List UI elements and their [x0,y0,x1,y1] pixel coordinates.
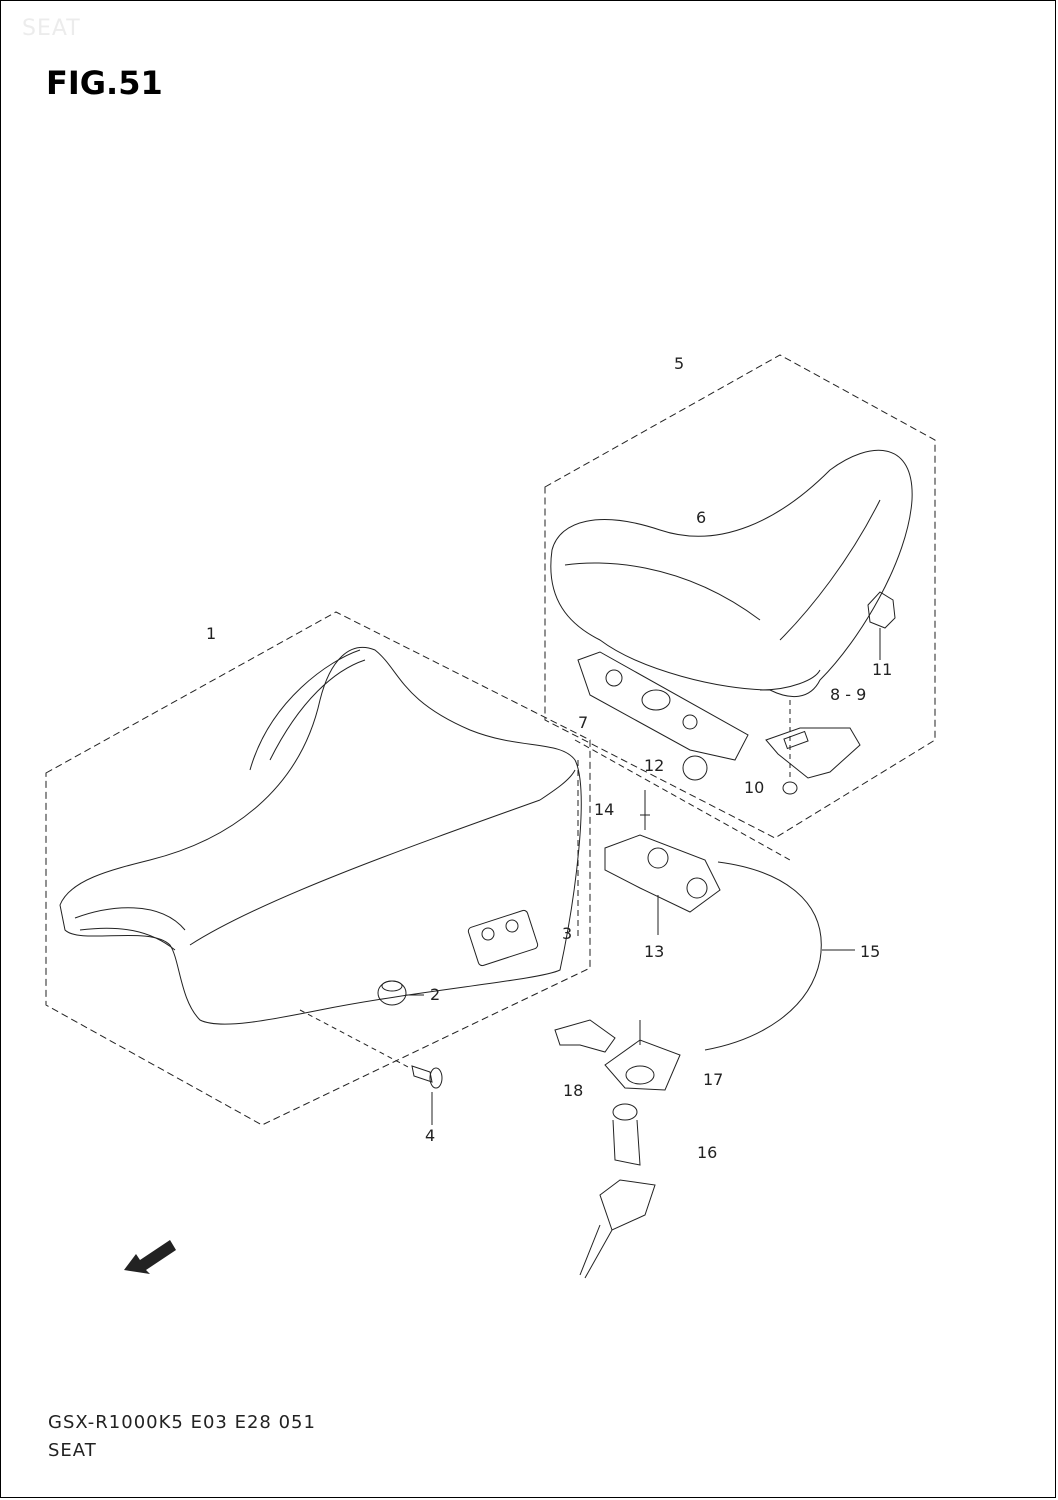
callout-11: 11 [872,660,893,679]
callout-4: 4 [425,1126,436,1145]
footer-section: SEAT [48,1440,97,1461]
front-seat-part-1 [59,647,582,1025]
figure-title: FIG.51 [46,64,163,102]
rear-seat-part-6 [550,449,913,698]
cushion-part-11 [867,591,896,629]
callout-12: 12 [644,756,665,775]
watermark: SEAT [22,16,81,41]
bracket-part-7 [577,651,749,761]
nut-part-10 [782,781,798,795]
lock-bracket-part-17 [604,1039,681,1091]
callout-5: 5 [674,354,685,373]
callout-10: 10 [744,778,765,797]
latch-part-13 [604,834,721,913]
callout-1: 1 [206,624,217,643]
front-seat-group-outline [45,611,591,1126]
cable-part-15 [704,861,822,1051]
callout-2: 2 [430,985,441,1004]
callout-15: 15 [860,942,881,961]
callout-6: 6 [696,508,707,527]
callout-18: 18 [563,1081,584,1100]
callout-7: 7 [578,713,589,732]
lock-cylinder-part-16 [612,1103,638,1121]
callout-13: 13 [644,942,665,961]
callout-14: 14 [594,800,615,819]
clamp-part-8-9 [765,727,861,779]
bolt-part-4 [411,1065,433,1083]
plate-part-3 [467,909,539,967]
forward-arrow-icon [124,1240,176,1274]
footer-model-code: GSX-R1000K5 E03 E28 051 [48,1412,316,1433]
rear-seat-group-outline [544,354,936,839]
callout-16: 16 [697,1143,718,1162]
callout-3: 3 [562,924,573,943]
callout-17: 17 [703,1070,724,1089]
bracket-part-18 [554,1019,616,1053]
callout-8-9: 8 - 9 [830,685,867,704]
